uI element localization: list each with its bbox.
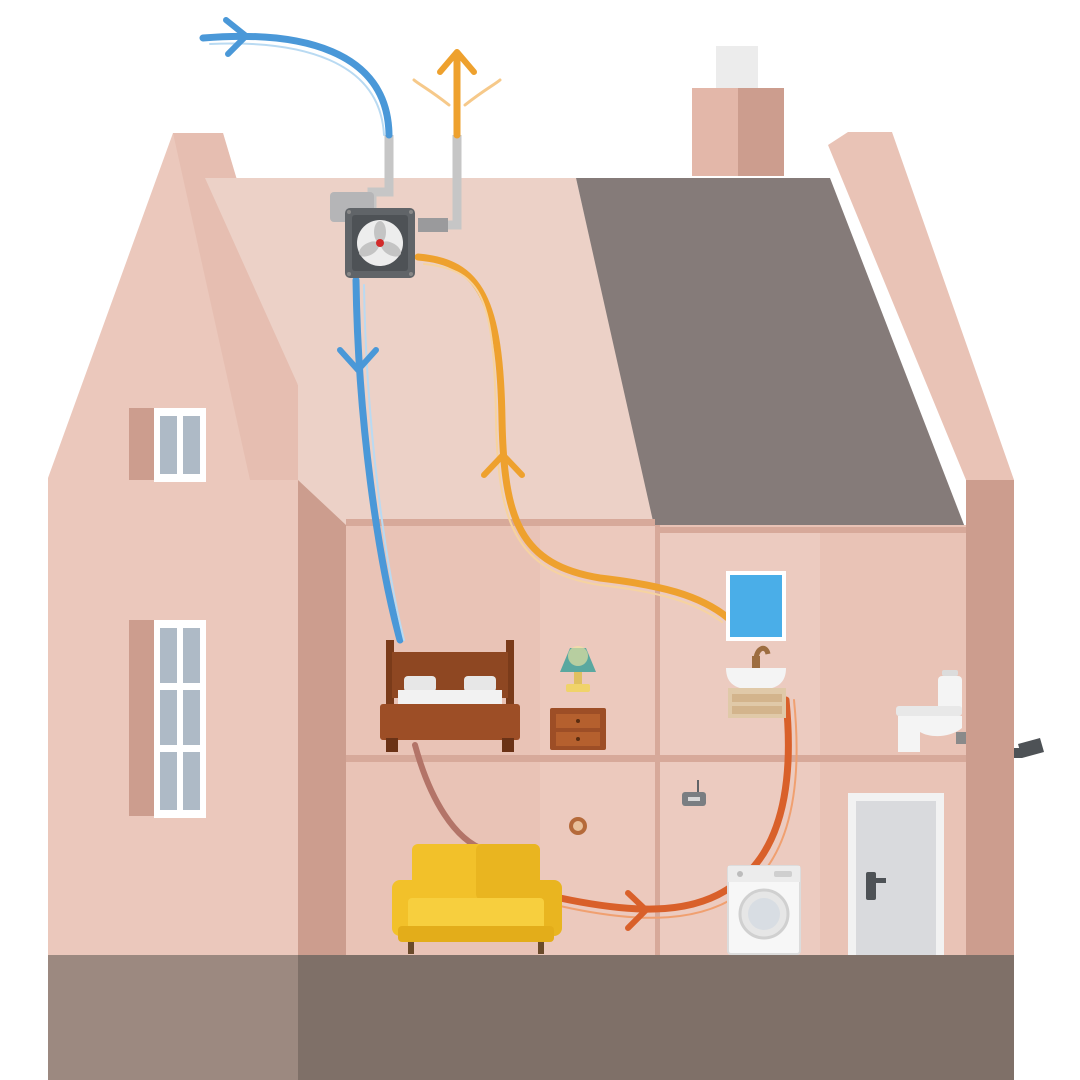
toilet-icon <box>896 670 966 752</box>
mirror-icon <box>726 571 786 641</box>
bed-icon <box>380 640 520 752</box>
extract-arrow-icon <box>625 890 649 931</box>
roof-ducts <box>330 135 462 232</box>
supply-arrow-icon <box>337 347 379 373</box>
wall-sensor-icon <box>569 817 587 835</box>
washbasin-icon <box>726 645 786 718</box>
lower-window <box>129 620 206 818</box>
chimney <box>692 46 784 176</box>
ceiling-vent-icon <box>682 780 706 806</box>
sofa-icon <box>392 844 562 954</box>
exhaust-arrow-icon <box>481 452 525 478</box>
fresh-air-intake-icon <box>223 17 249 57</box>
outdoor-lamp-icon <box>1014 738 1044 758</box>
left-gable-wing <box>48 133 346 955</box>
washing-machine-icon <box>727 865 801 955</box>
right-gable <box>828 132 1014 955</box>
slate-roof <box>576 178 966 530</box>
mvhr-fan-unit-icon <box>345 208 415 278</box>
upper-window <box>129 408 206 482</box>
fresh-air-flow <box>199 17 405 644</box>
stale-air-exhaust-flow <box>412 49 732 623</box>
stale-air-exhaust-icon <box>437 49 477 75</box>
front-door-icon <box>848 793 944 955</box>
bedside-lamp-icon <box>550 646 606 750</box>
attic-wall <box>205 178 655 525</box>
ground <box>48 955 1014 1080</box>
